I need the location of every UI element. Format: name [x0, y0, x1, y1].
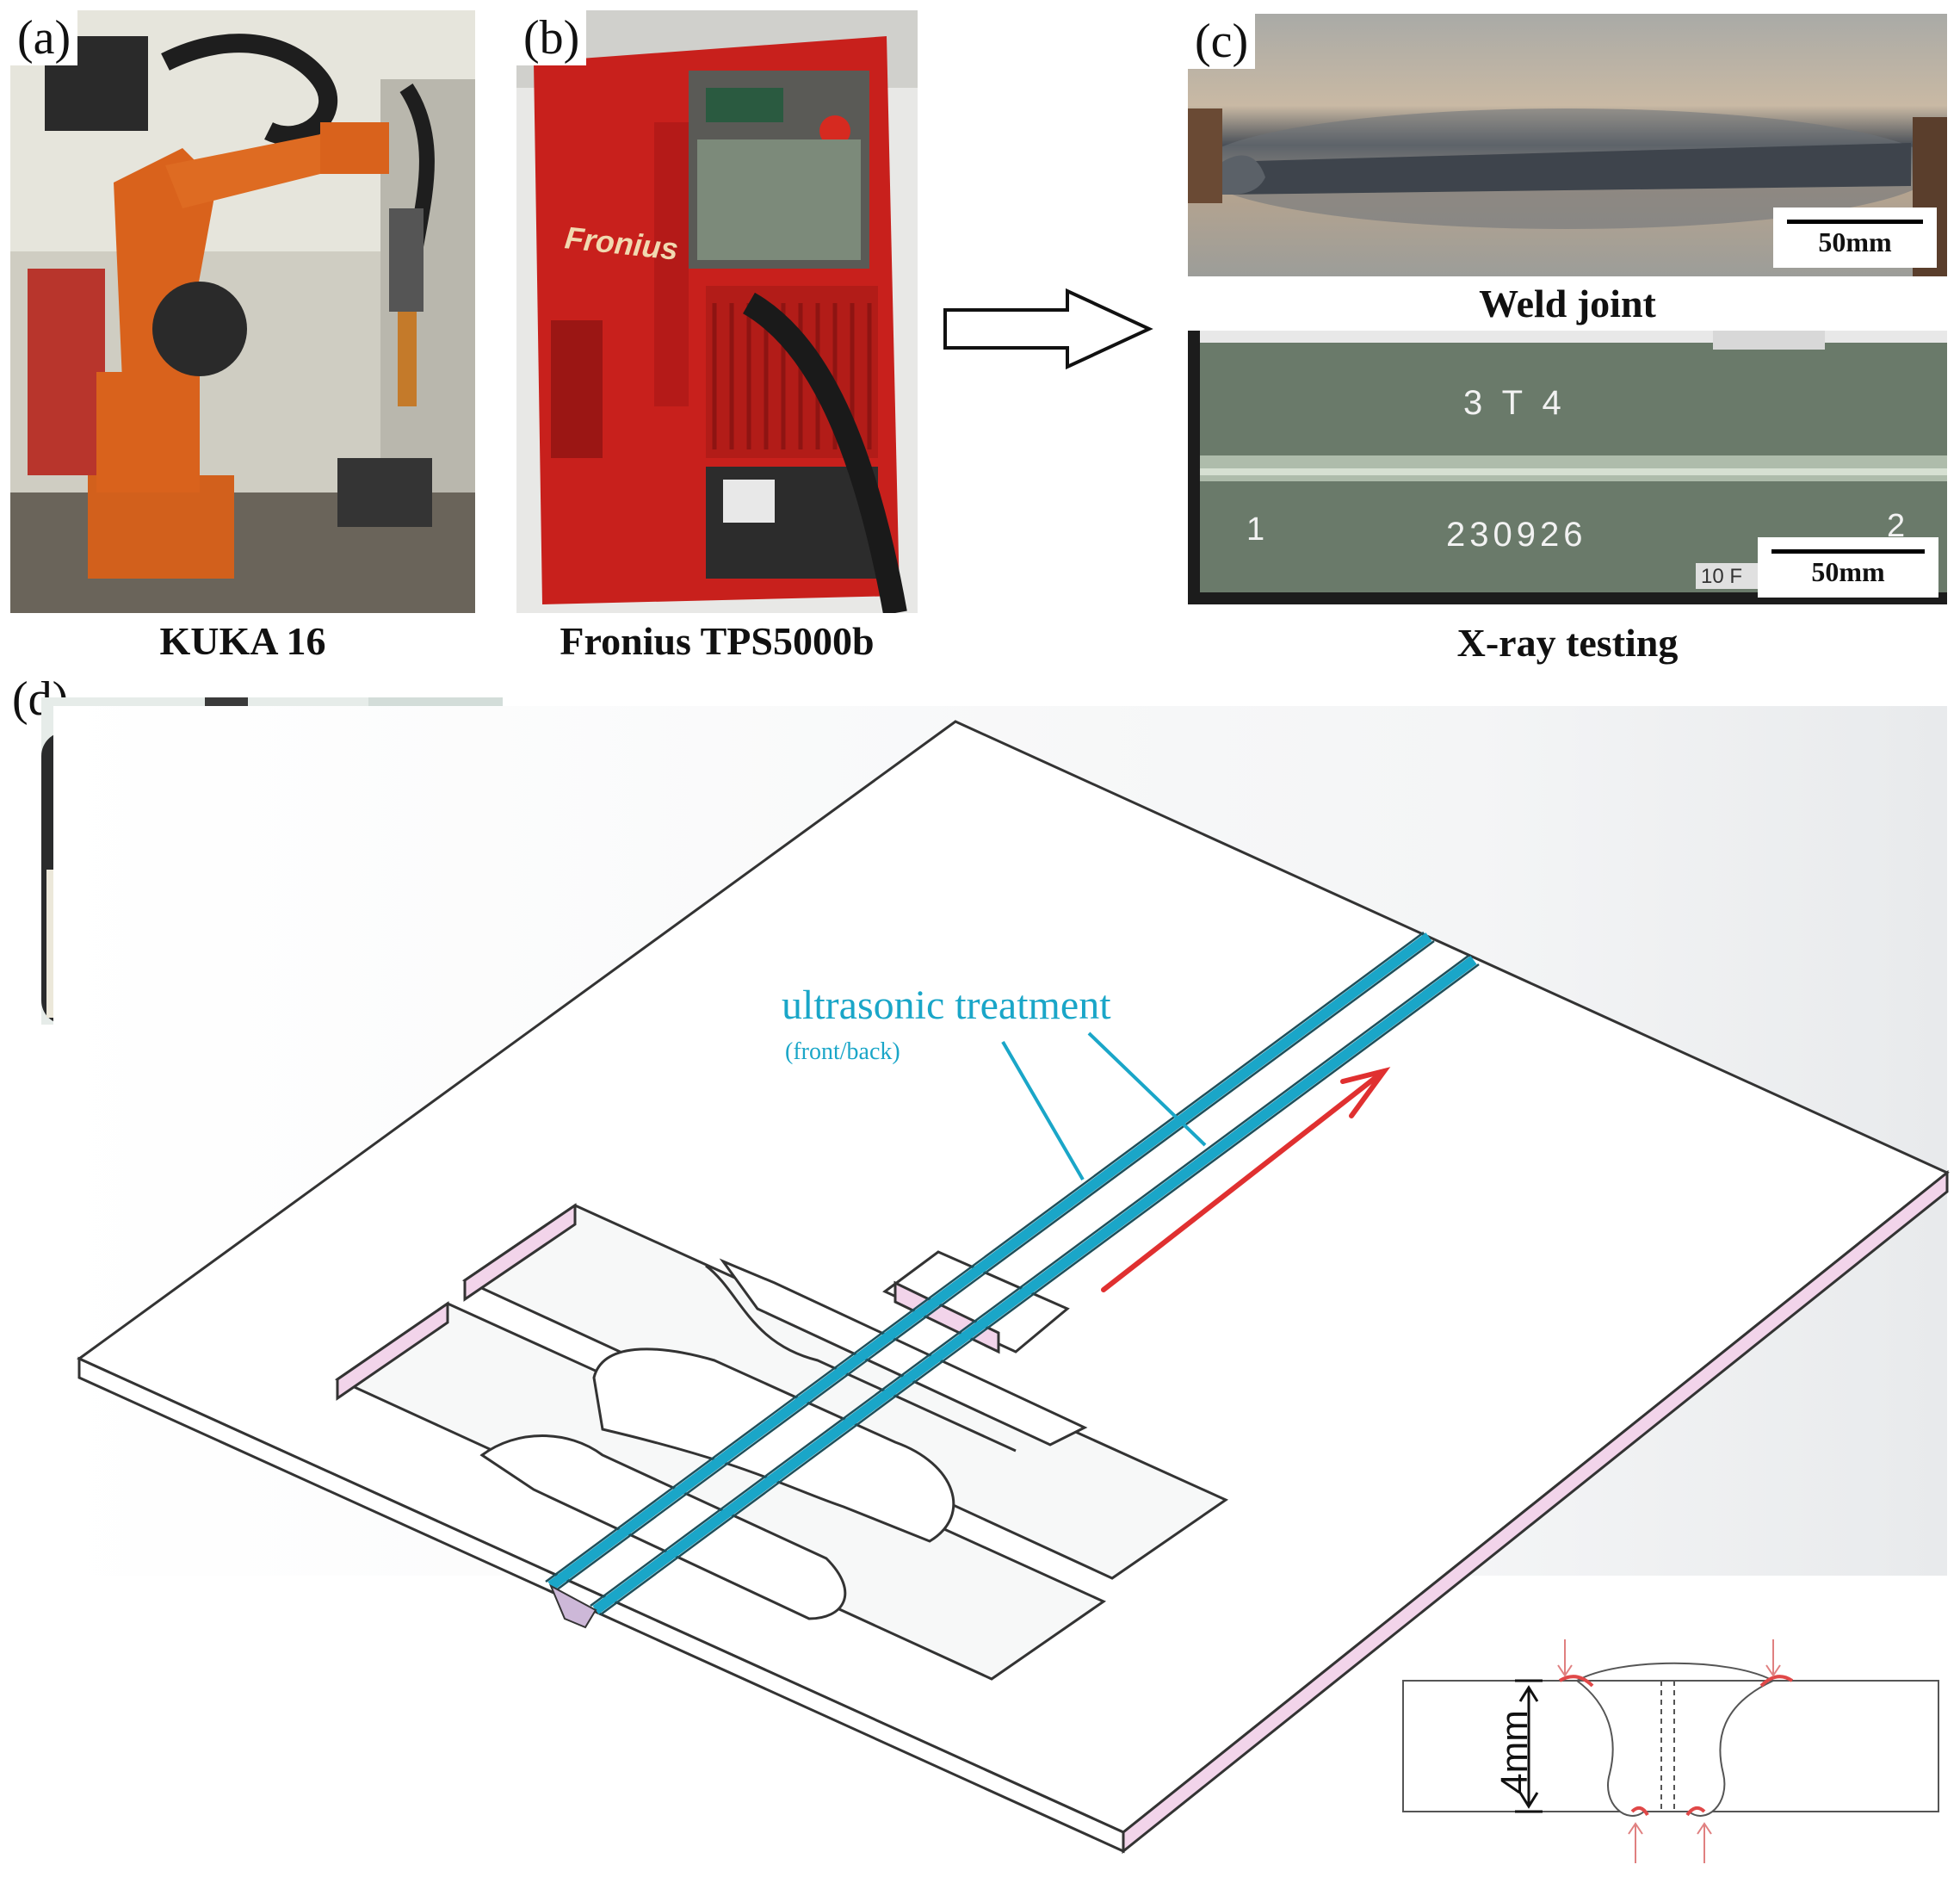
- xray-scale-bar: 50mm: [1758, 537, 1938, 598]
- specimen-cutout-upper: [461, 1203, 1229, 1580]
- annotation-front-back: (front/back): [785, 1038, 900, 1065]
- xray-mark-left: 1: [1246, 511, 1265, 548]
- weld-scale-label: 50mm: [1818, 226, 1892, 257]
- thickness-label: 4mm: [1493, 1710, 1536, 1794]
- uit-device-photo: UIT-300 超声冲击机 ULTRASONIC IMPACT TREATMEN…: [41, 697, 503, 1025]
- panel-a-photo: (a): [10, 10, 475, 613]
- welding-direction-arrow-icon: [1101, 1067, 1391, 1292]
- annotation-ultrasonic-treatment: ultrasonic treatment: [782, 982, 1111, 1028]
- panel-c-label: (c): [1188, 14, 1256, 69]
- specimen-cutout-lower: [334, 1301, 1107, 1681]
- weld-joint-photo: 50mm (c): [1188, 14, 1947, 276]
- notch-block: [882, 1250, 1070, 1354]
- panel-b-label: (b): [516, 10, 587, 65]
- panel-d-caption: UIT-300: [184, 1034, 343, 1083]
- panel-b-caption: Fronius TPS5000b: [560, 619, 875, 663]
- panel-b-photo: Fronius (b): [516, 10, 918, 613]
- panel-a-label: (a): [10, 10, 78, 65]
- xray-mark-middle: 230926: [1446, 516, 1587, 554]
- uit-output-label: 输出 Output: [231, 952, 276, 962]
- fronius-machine-illustration: [516, 10, 918, 613]
- weld-joint-caption: Weld joint: [1479, 282, 1656, 325]
- cross-section-inset: [1402, 1639, 1939, 1863]
- xray-photo: 3 T 4 1 230926 2 10 F 50mm: [1188, 331, 1947, 604]
- treatment-stripes: [547, 932, 1477, 1614]
- weld-seam-edge: [548, 1583, 597, 1629]
- xray-mark-corner: 10 F: [1701, 565, 1743, 588]
- panel-a-caption: KUKA 16: [159, 619, 326, 663]
- xray-caption: X-ray testing: [1456, 621, 1679, 665]
- weld-joint-illustration: [1188, 14, 1947, 276]
- uit-device-illustration: [41, 697, 503, 1025]
- uit-device-subtitle: ULTRASONIC IMPACT TREATMENT EQUIPMENT: [95, 923, 370, 933]
- kuka-robot-illustration: [10, 10, 475, 613]
- xray-mark-top: 3 T 4: [1463, 384, 1567, 422]
- xray-mark-right: 2: [1887, 508, 1906, 544]
- xray-scale-label: 50mm: [1811, 556, 1885, 587]
- dogbone-specimen: [479, 1258, 1088, 1620]
- uit-switch-label: 开关 I/O: [153, 952, 185, 962]
- uit-device-title: UIT-300 超声冲击机: [93, 895, 357, 926]
- annotation-leaders: [1001, 1031, 1207, 1181]
- weld-scale-bar: 50mm: [1773, 208, 1937, 268]
